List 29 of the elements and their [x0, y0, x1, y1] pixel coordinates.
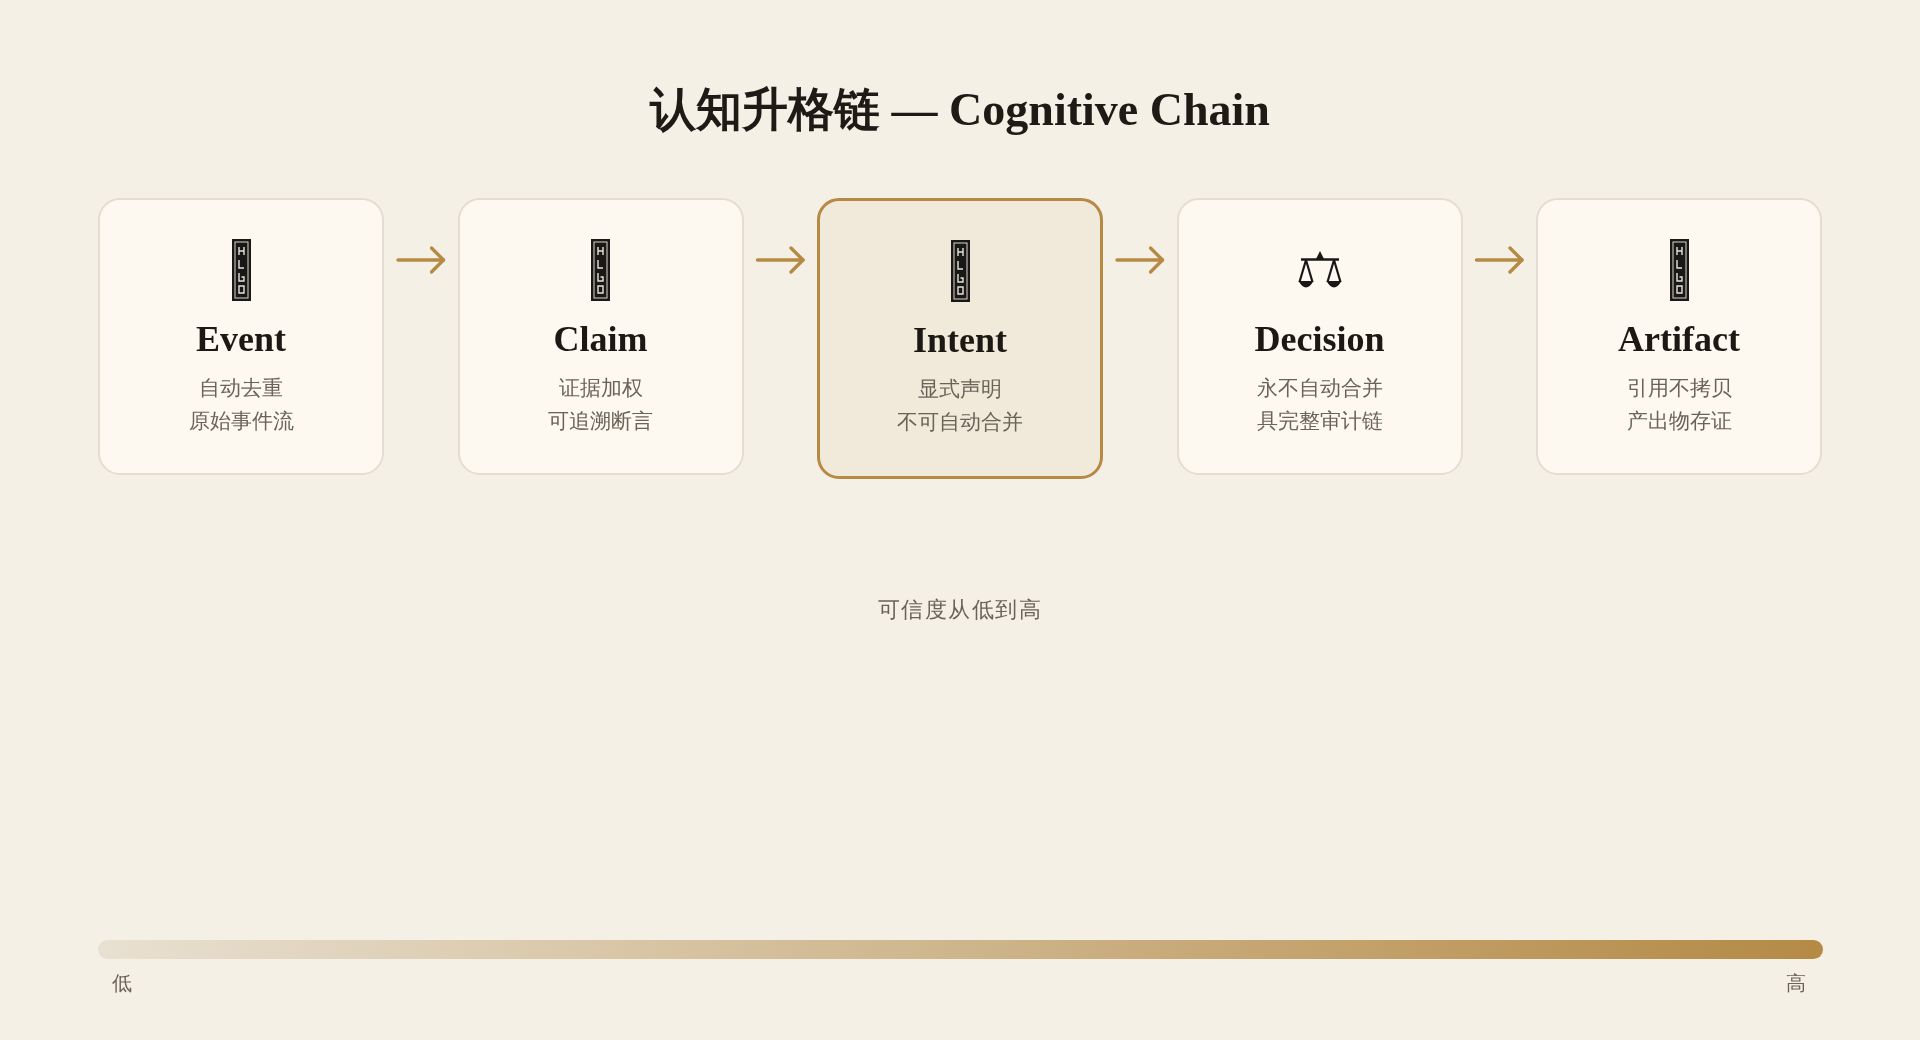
card-text: 产出物存证 — [1625, 408, 1733, 435]
scale-end-label: 低 — [112, 970, 132, 997]
stage-card — [1176, 198, 1463, 475]
gradient-bar — [98, 940, 1823, 959]
arrow — [396, 246, 446, 274]
scale-caption: 可信度从低到高 — [877, 595, 1043, 624]
stage-card — [1536, 198, 1822, 475]
card-text: 证据加权 — [557, 375, 644, 402]
stage-card — [98, 198, 384, 475]
card-text: 原始事件流 — [187, 408, 295, 435]
card-title: Artifact — [1617, 318, 1741, 360]
card-title: Event — [195, 318, 287, 360]
card-title: Claim — [552, 318, 649, 360]
card-text: 引用不拷贝 — [1625, 375, 1733, 402]
arrow — [1474, 246, 1524, 274]
card-text: 显式声明 — [917, 376, 1003, 403]
card-text: 自动去重 — [198, 375, 284, 402]
card-text: 永不自动合并 — [1255, 375, 1384, 402]
card-title: Intent — [912, 319, 1008, 361]
title: 认知升格链 — Cognitive Chain — [650, 83, 1270, 137]
card-text: 不可自动合并 — [896, 409, 1024, 436]
card-text: 可追溯断言 — [547, 408, 654, 435]
card-text: 具完整审计链 — [1255, 408, 1384, 435]
stage-card — [817, 198, 1103, 479]
stage-card — [457, 198, 744, 475]
arrow — [1115, 246, 1165, 274]
card-title: Decision — [1253, 318, 1386, 360]
scale-end-label: 高 — [1786, 970, 1806, 997]
arrow — [755, 246, 805, 274]
